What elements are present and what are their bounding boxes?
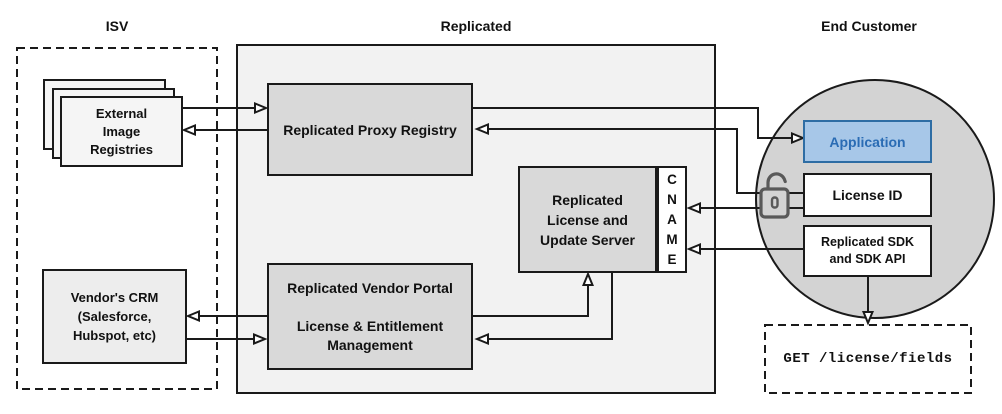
cname-strip: C N A M E — [657, 166, 687, 273]
arrow-proxy-to-application — [473, 107, 806, 144]
proxy-registry-node: Replicated Proxy Registry — [267, 83, 473, 176]
section-title-isv: ISV — [105, 18, 129, 34]
arrow-portal-to-licenseserver — [473, 271, 594, 317]
get-endpoint-label: GET /license/fields — [783, 351, 953, 367]
application-node: Application — [803, 120, 932, 163]
section-title-replicated: Replicated — [440, 18, 512, 34]
arrow-sdk-to-cname — [686, 243, 803, 255]
vendor-crm-node: Vendor's CRM (Salesforce, Hubspot, etc) — [42, 269, 187, 364]
arrow-licenseserver-to-portal — [474, 273, 613, 345]
arrow-sdk-to-get-endpoint — [862, 277, 874, 326]
arrow-registries-to-proxy — [183, 102, 269, 114]
section-title-end-customer: End Customer — [821, 18, 917, 34]
unlock-icon — [759, 172, 790, 219]
replicated-sdk-node: Replicated SDK and SDK API — [803, 225, 932, 277]
license-id-node: License ID — [803, 173, 932, 217]
license-update-server-node: Replicated License and Update Server — [518, 166, 657, 273]
external-registries-node: External Image Registries — [60, 96, 183, 167]
arrow-crm-to-portal — [187, 333, 268, 345]
isv-dashed-container — [16, 47, 218, 390]
arrow-portal-to-crm — [185, 310, 267, 322]
vendor-portal-node: Replicated Vendor Portal License & Entit… — [267, 263, 473, 370]
get-endpoint-dashed-box — [764, 324, 972, 394]
arrow-proxy-to-registries — [181, 124, 267, 136]
